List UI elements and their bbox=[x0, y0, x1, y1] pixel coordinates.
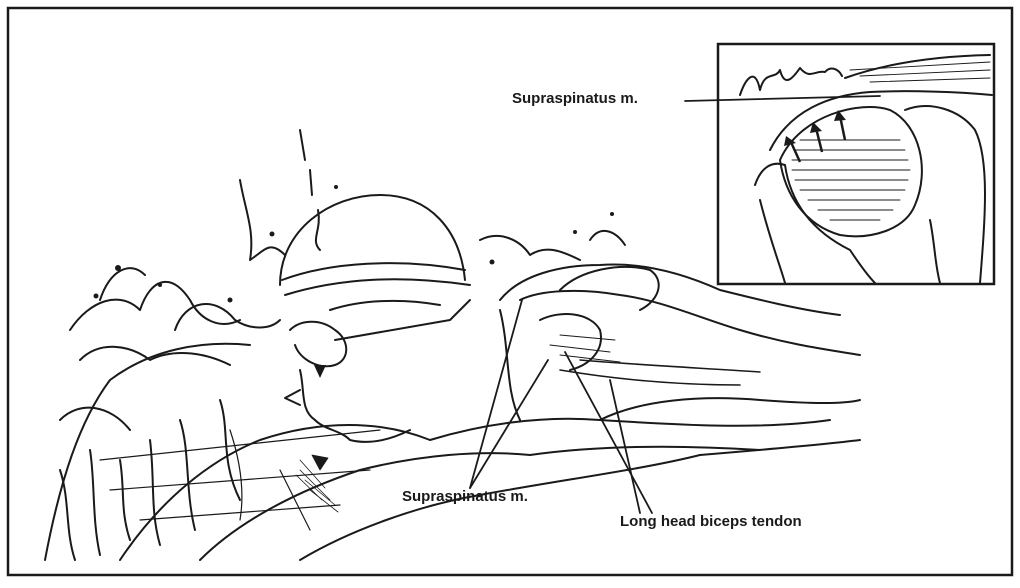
inset-box bbox=[718, 44, 994, 284]
supraspinatus-label: Supraspinatus m. bbox=[402, 488, 528, 505]
biceps-tendon-label: Long head biceps tendon bbox=[620, 513, 802, 530]
inset-supraspinatus-label: Supraspinatus m. bbox=[512, 90, 638, 107]
